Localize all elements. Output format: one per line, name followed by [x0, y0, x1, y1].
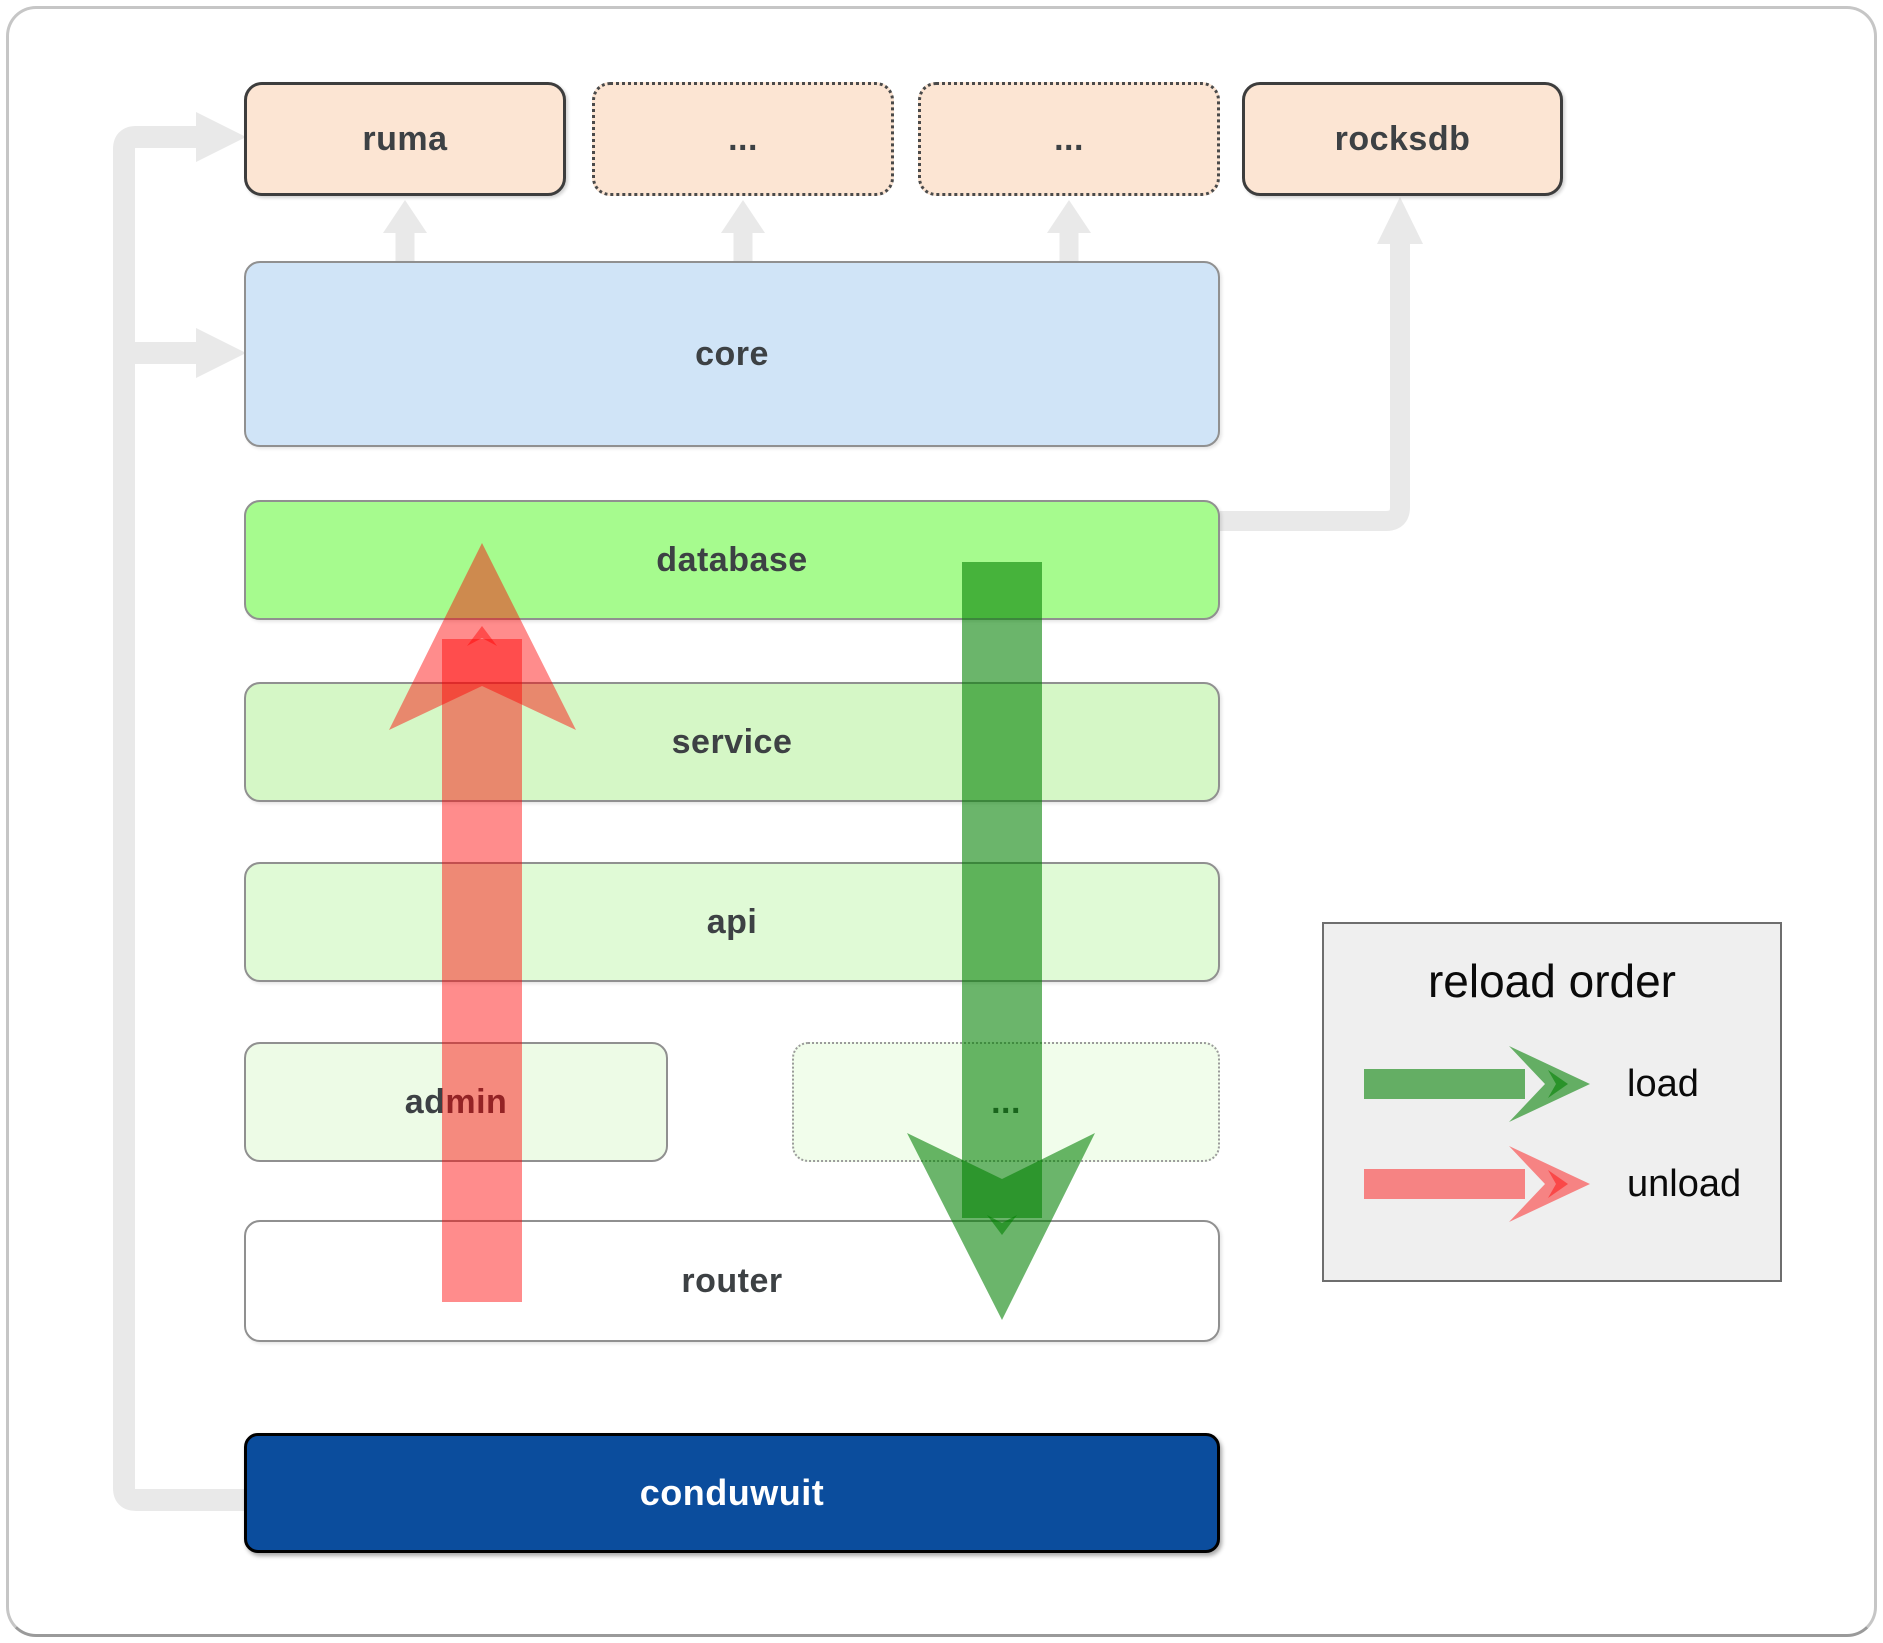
node-api-label: api — [706, 902, 758, 941]
node-more-services: ... — [792, 1042, 1220, 1162]
legend-title: reload order — [1427, 955, 1677, 1007]
legend-item-load: load — [1324, 1039, 1780, 1129]
node-more-services-label: ... — [991, 1082, 1021, 1121]
node-external-1: ... — [592, 82, 894, 196]
node-ruma-label: ruma — [362, 119, 448, 158]
node-rocksdb: rocksdb — [1242, 82, 1563, 196]
node-conduwuit: conduwuit — [244, 1433, 1220, 1553]
legend-unload-label: unload — [1627, 1163, 1742, 1205]
node-external-1-label: ... — [728, 119, 758, 158]
node-admin: admin — [244, 1042, 668, 1162]
outer-border — [6, 6, 1877, 1637]
node-core: core — [244, 261, 1220, 447]
node-service-label: service — [671, 722, 793, 761]
legend-item-unload: unload — [1324, 1139, 1780, 1229]
legend-load-label: load — [1627, 1063, 1699, 1105]
node-router-label: router — [681, 1261, 783, 1300]
node-admin-label: admin — [404, 1082, 508, 1121]
unload-arrow-icon — [1364, 1146, 1590, 1222]
node-service: service — [244, 682, 1220, 802]
node-core-label: core — [695, 334, 769, 373]
node-database-label: database — [656, 540, 808, 579]
node-external-2: ... — [918, 82, 1220, 196]
node-ruma: ruma — [244, 82, 566, 196]
node-conduwuit-label: conduwuit — [639, 1472, 825, 1513]
node-external-2-label: ... — [1054, 119, 1084, 158]
load-arrow-icon — [1364, 1046, 1590, 1122]
legend: reload order load unload — [1322, 922, 1782, 1282]
node-database: database — [244, 500, 1220, 620]
node-router: router — [244, 1220, 1220, 1342]
node-rocksdb-label: rocksdb — [1334, 119, 1471, 158]
node-api: api — [244, 862, 1220, 982]
